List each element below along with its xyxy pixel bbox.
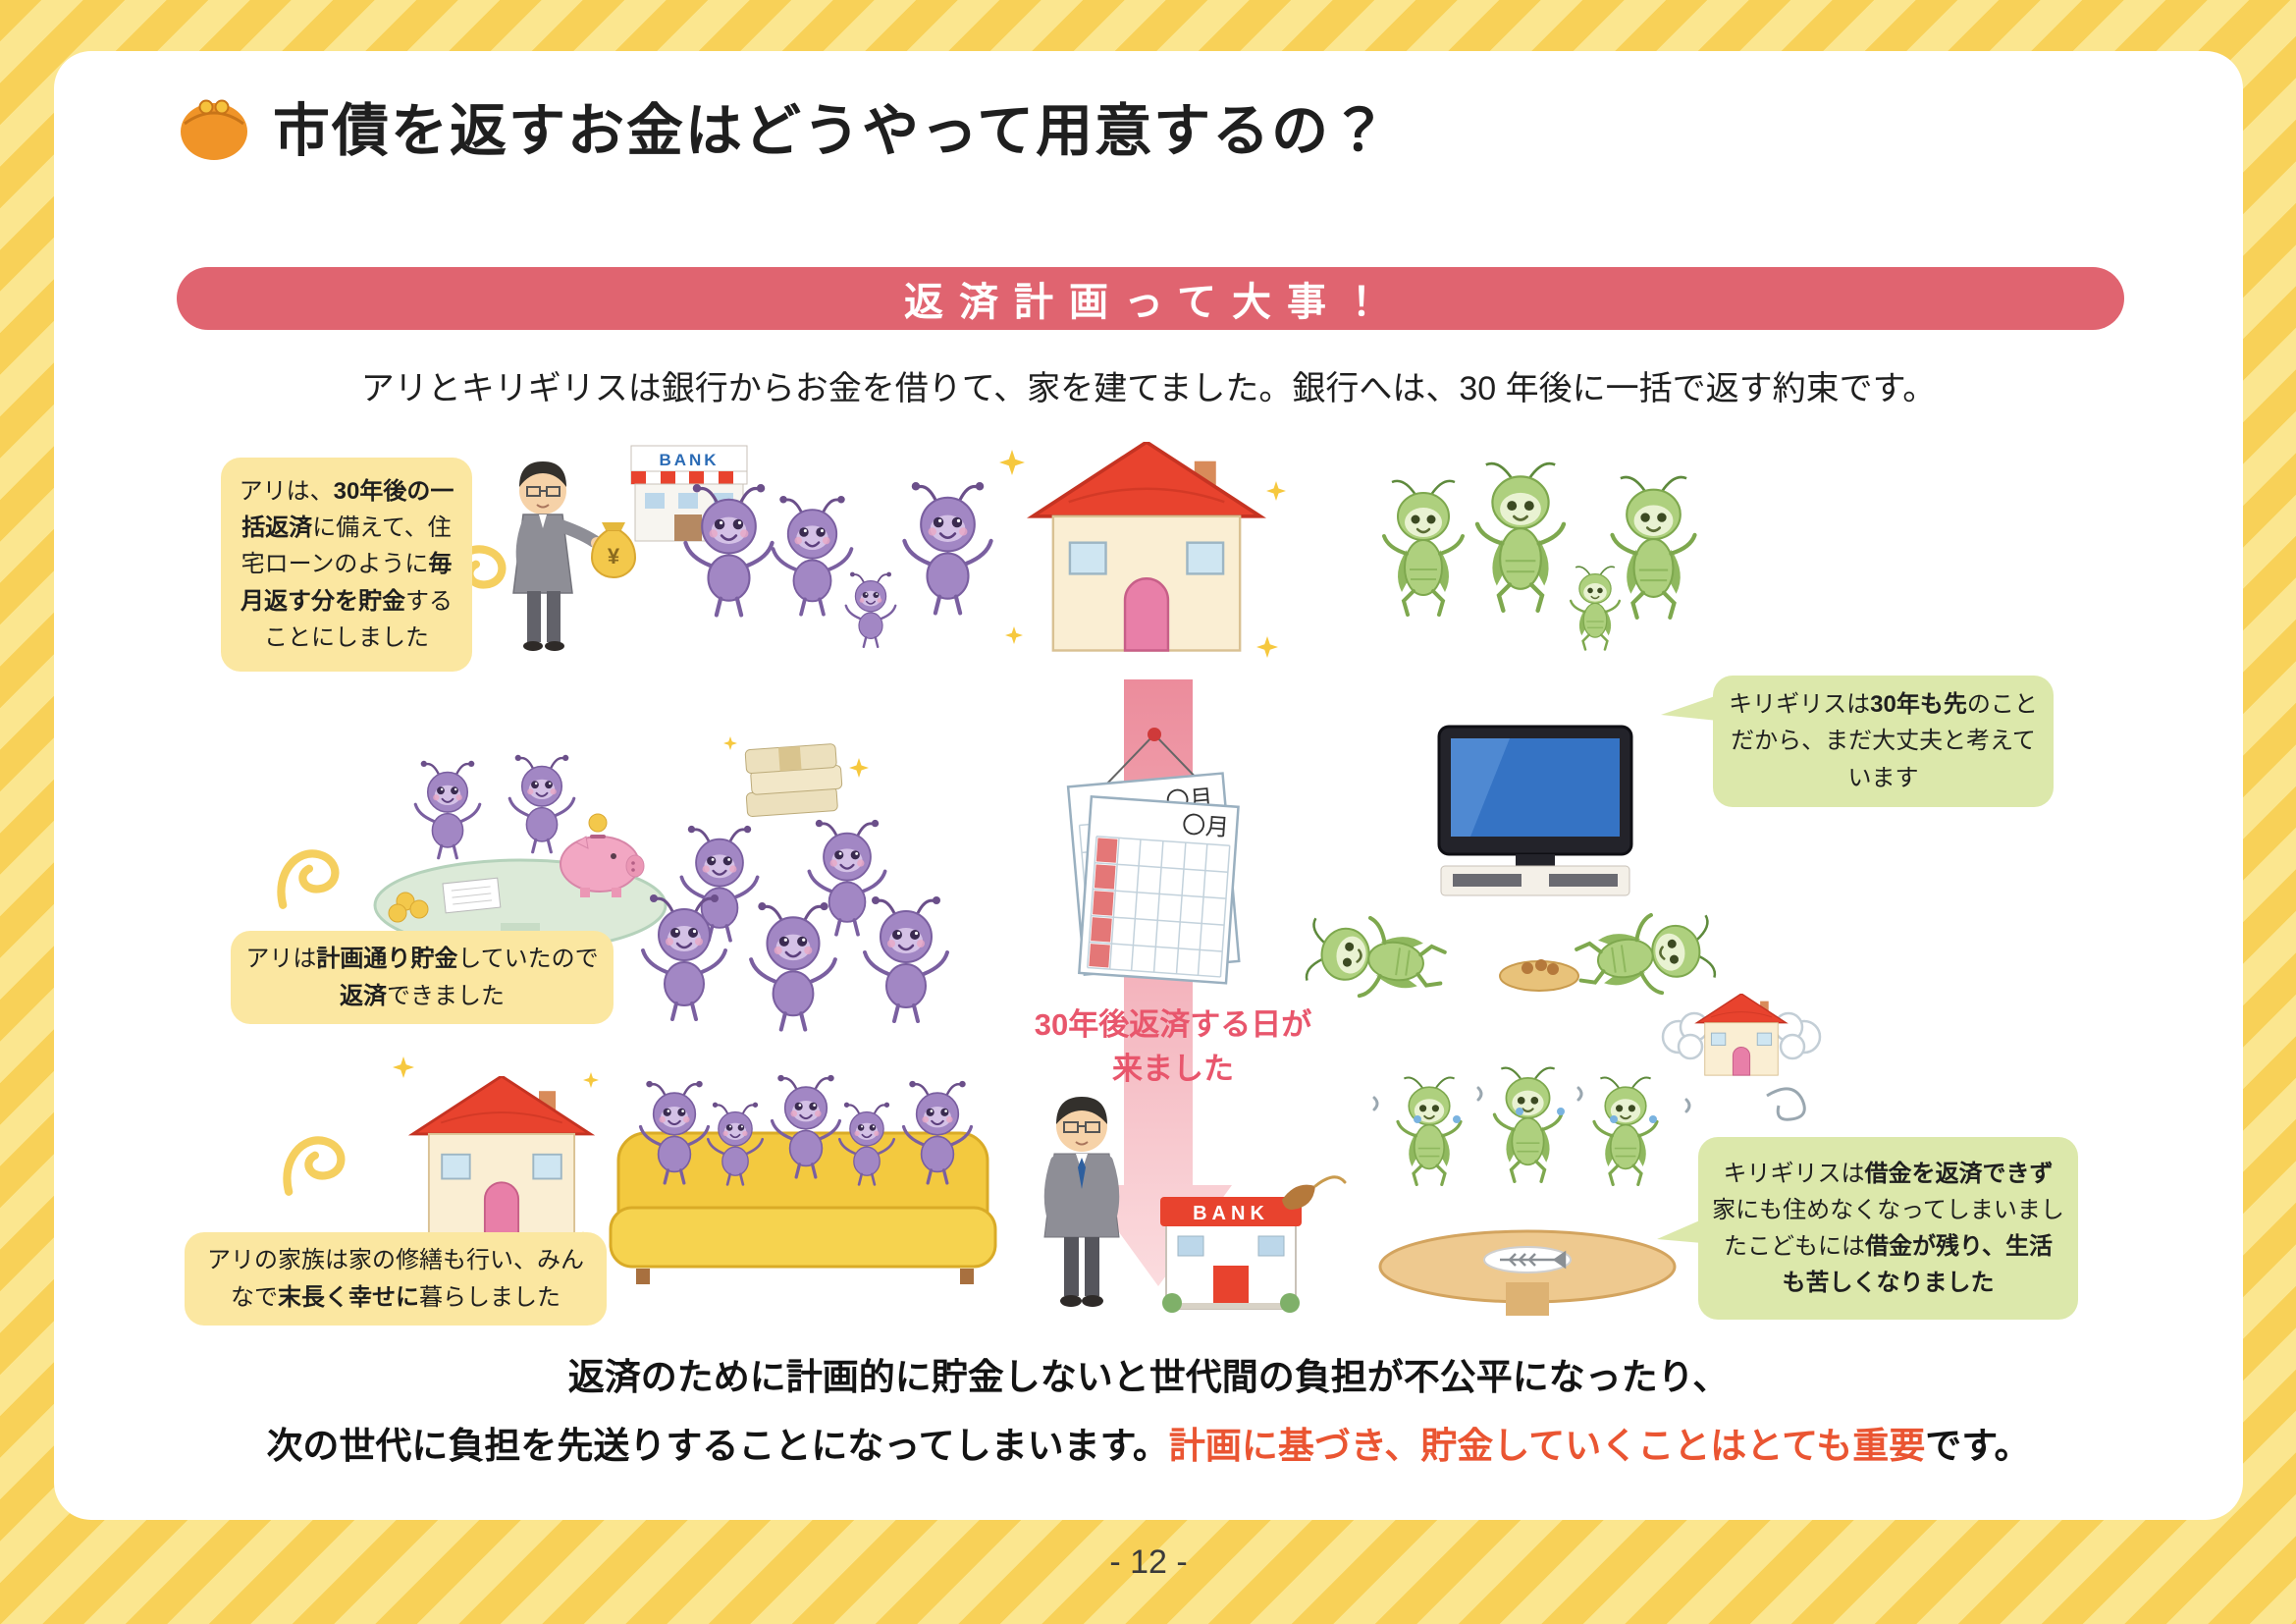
svg-text:BANK: BANK [659, 451, 719, 469]
bank-building: BANK [1160, 1197, 1302, 1313]
money-bag-icon: ¥ [590, 522, 637, 578]
crying-grasshoppers [1372, 1066, 1691, 1187]
ant-bubble-repaid-text: アリは計画通り貯金していたので返済できました [245, 946, 599, 1009]
sofa-seat [609, 1206, 997, 1284]
footer-line-2: 次の世代に負担を先送りすることになってしまいます。計画に基づき、貯金していくこと… [54, 1416, 2243, 1469]
happy-ant-group [641, 819, 949, 1030]
deadline-line-2: 来ました [1112, 1051, 1234, 1086]
new-house-illustration [999, 442, 1286, 658]
ant-bubble-happy: アリの家族は家の修繕も行い、みんなで末長く幸せに暮らしました [185, 1232, 607, 1326]
ant-happy-home-scene [393, 1056, 997, 1284]
green-bubble-tail-2 [1657, 1219, 1702, 1243]
section-banner-label: 返済計画って大事！ [904, 281, 1397, 324]
grasshopper-family [1382, 440, 1705, 651]
grasshopper-bubble-debt: キリギリスは借金を返済できず家にも住めなくなってしまいましたこどもには借金が残り… [1698, 1137, 2078, 1320]
ant-bubble-plan: アリは、30年後の一括返済に備えて、住宅ローンのように毎月返す分を貯金することに… [221, 458, 472, 672]
fish-bone-icon [1500, 1250, 1567, 1270]
svg-text:〇月: 〇月 [1181, 812, 1230, 841]
svg-text:¥: ¥ [608, 544, 620, 568]
ant-house [411, 1076, 592, 1240]
ant-saving [507, 754, 576, 854]
grasshopper-lying-left [1303, 908, 1451, 1009]
grasshopper-poor-scene [1372, 1066, 1691, 1316]
intro-text: アリとキリギリスは銀行からお金を借りて、家を建てました。銀行へは、30 年後に一… [360, 370, 1937, 407]
piggy-bank [560, 813, 645, 897]
snack-bowl [1499, 959, 1579, 992]
footer-line-2-highlight: 計画に基づき、貯金していくことはとても重要 [1168, 1426, 1926, 1466]
ant-bubble-happy-text: アリの家族は家の修繕も行い、みんなで末長く幸せに暮らしました [207, 1247, 584, 1311]
green-bubble-tail-1 [1661, 695, 1718, 721]
empty-table [1378, 1229, 1677, 1316]
wind-leaf-icon [1282, 1175, 1347, 1210]
footer-line-2-post: です。 [1925, 1426, 2031, 1466]
calendar-front-sheet: 〇月 [1078, 794, 1240, 985]
svg-text:BANK: BANK [1193, 1203, 1269, 1224]
footer-line-1: 返済のために計画的に貯金しないと世代間の負担が不公平になったり、 [567, 1357, 1730, 1397]
ant-family [685, 482, 990, 648]
grasshopper-bubble-later: キリギリスは30年も先のことだから、まだ大丈夫と考えています [1713, 676, 2054, 807]
television [1437, 725, 1633, 896]
page-header: 市債を返すお金はどうやって用意するの？ [177, 84, 1389, 167]
flying-house [1661, 994, 1822, 1121]
bubble-tail-curl-3 [283, 1129, 353, 1200]
grasshopper-lazy-scene [1303, 725, 1719, 1009]
section-banner: 返済計画って大事！ [177, 267, 2124, 330]
deadline-text: 30年後返済する日が 来ました [1011, 1003, 1335, 1092]
banker-illustration [512, 461, 603, 651]
grasshopper-bubble-debt-text: キリギリスは借金を返済できず家にも住めなくなってしまいましたこどもには借金が残り… [1712, 1160, 2064, 1297]
bubble-tail-curl-2 [277, 842, 347, 913]
page-number: - 12 - [1109, 1543, 1188, 1581]
footer-line-2-pre: 次の世代に負担を先送りすることになってしまいます。 [266, 1426, 1169, 1466]
ant-writing [413, 760, 482, 860]
coins [388, 892, 429, 923]
money-stacks [723, 736, 869, 817]
page-title: 市債を返すお金はどうやって用意するの？ [273, 99, 1390, 163]
ant-loan-scene: BANK [512, 445, 1001, 651]
grasshopper-bubble-later-text: キリギリスは30年も先のことだから、まだ大丈夫と考えています [1729, 691, 2038, 791]
timeline-arrow [1085, 679, 1232, 1286]
ant-bubble-plan-text: アリは、30年後の一括返済に備えて、住宅ローンのように毎月返す分を貯金することに… [239, 478, 454, 651]
calendar-illustration: 〇月 〇月 [1066, 728, 1241, 985]
coin-purse-icon [181, 99, 247, 160]
taxpayer-man-illustration [1043, 1097, 1120, 1307]
ant-bubble-repaid: アリは計画通り貯金していたので返済できました [231, 931, 614, 1024]
deadline-line-1: 30年後返済する日が [1034, 1007, 1312, 1042]
notebook [442, 877, 502, 914]
